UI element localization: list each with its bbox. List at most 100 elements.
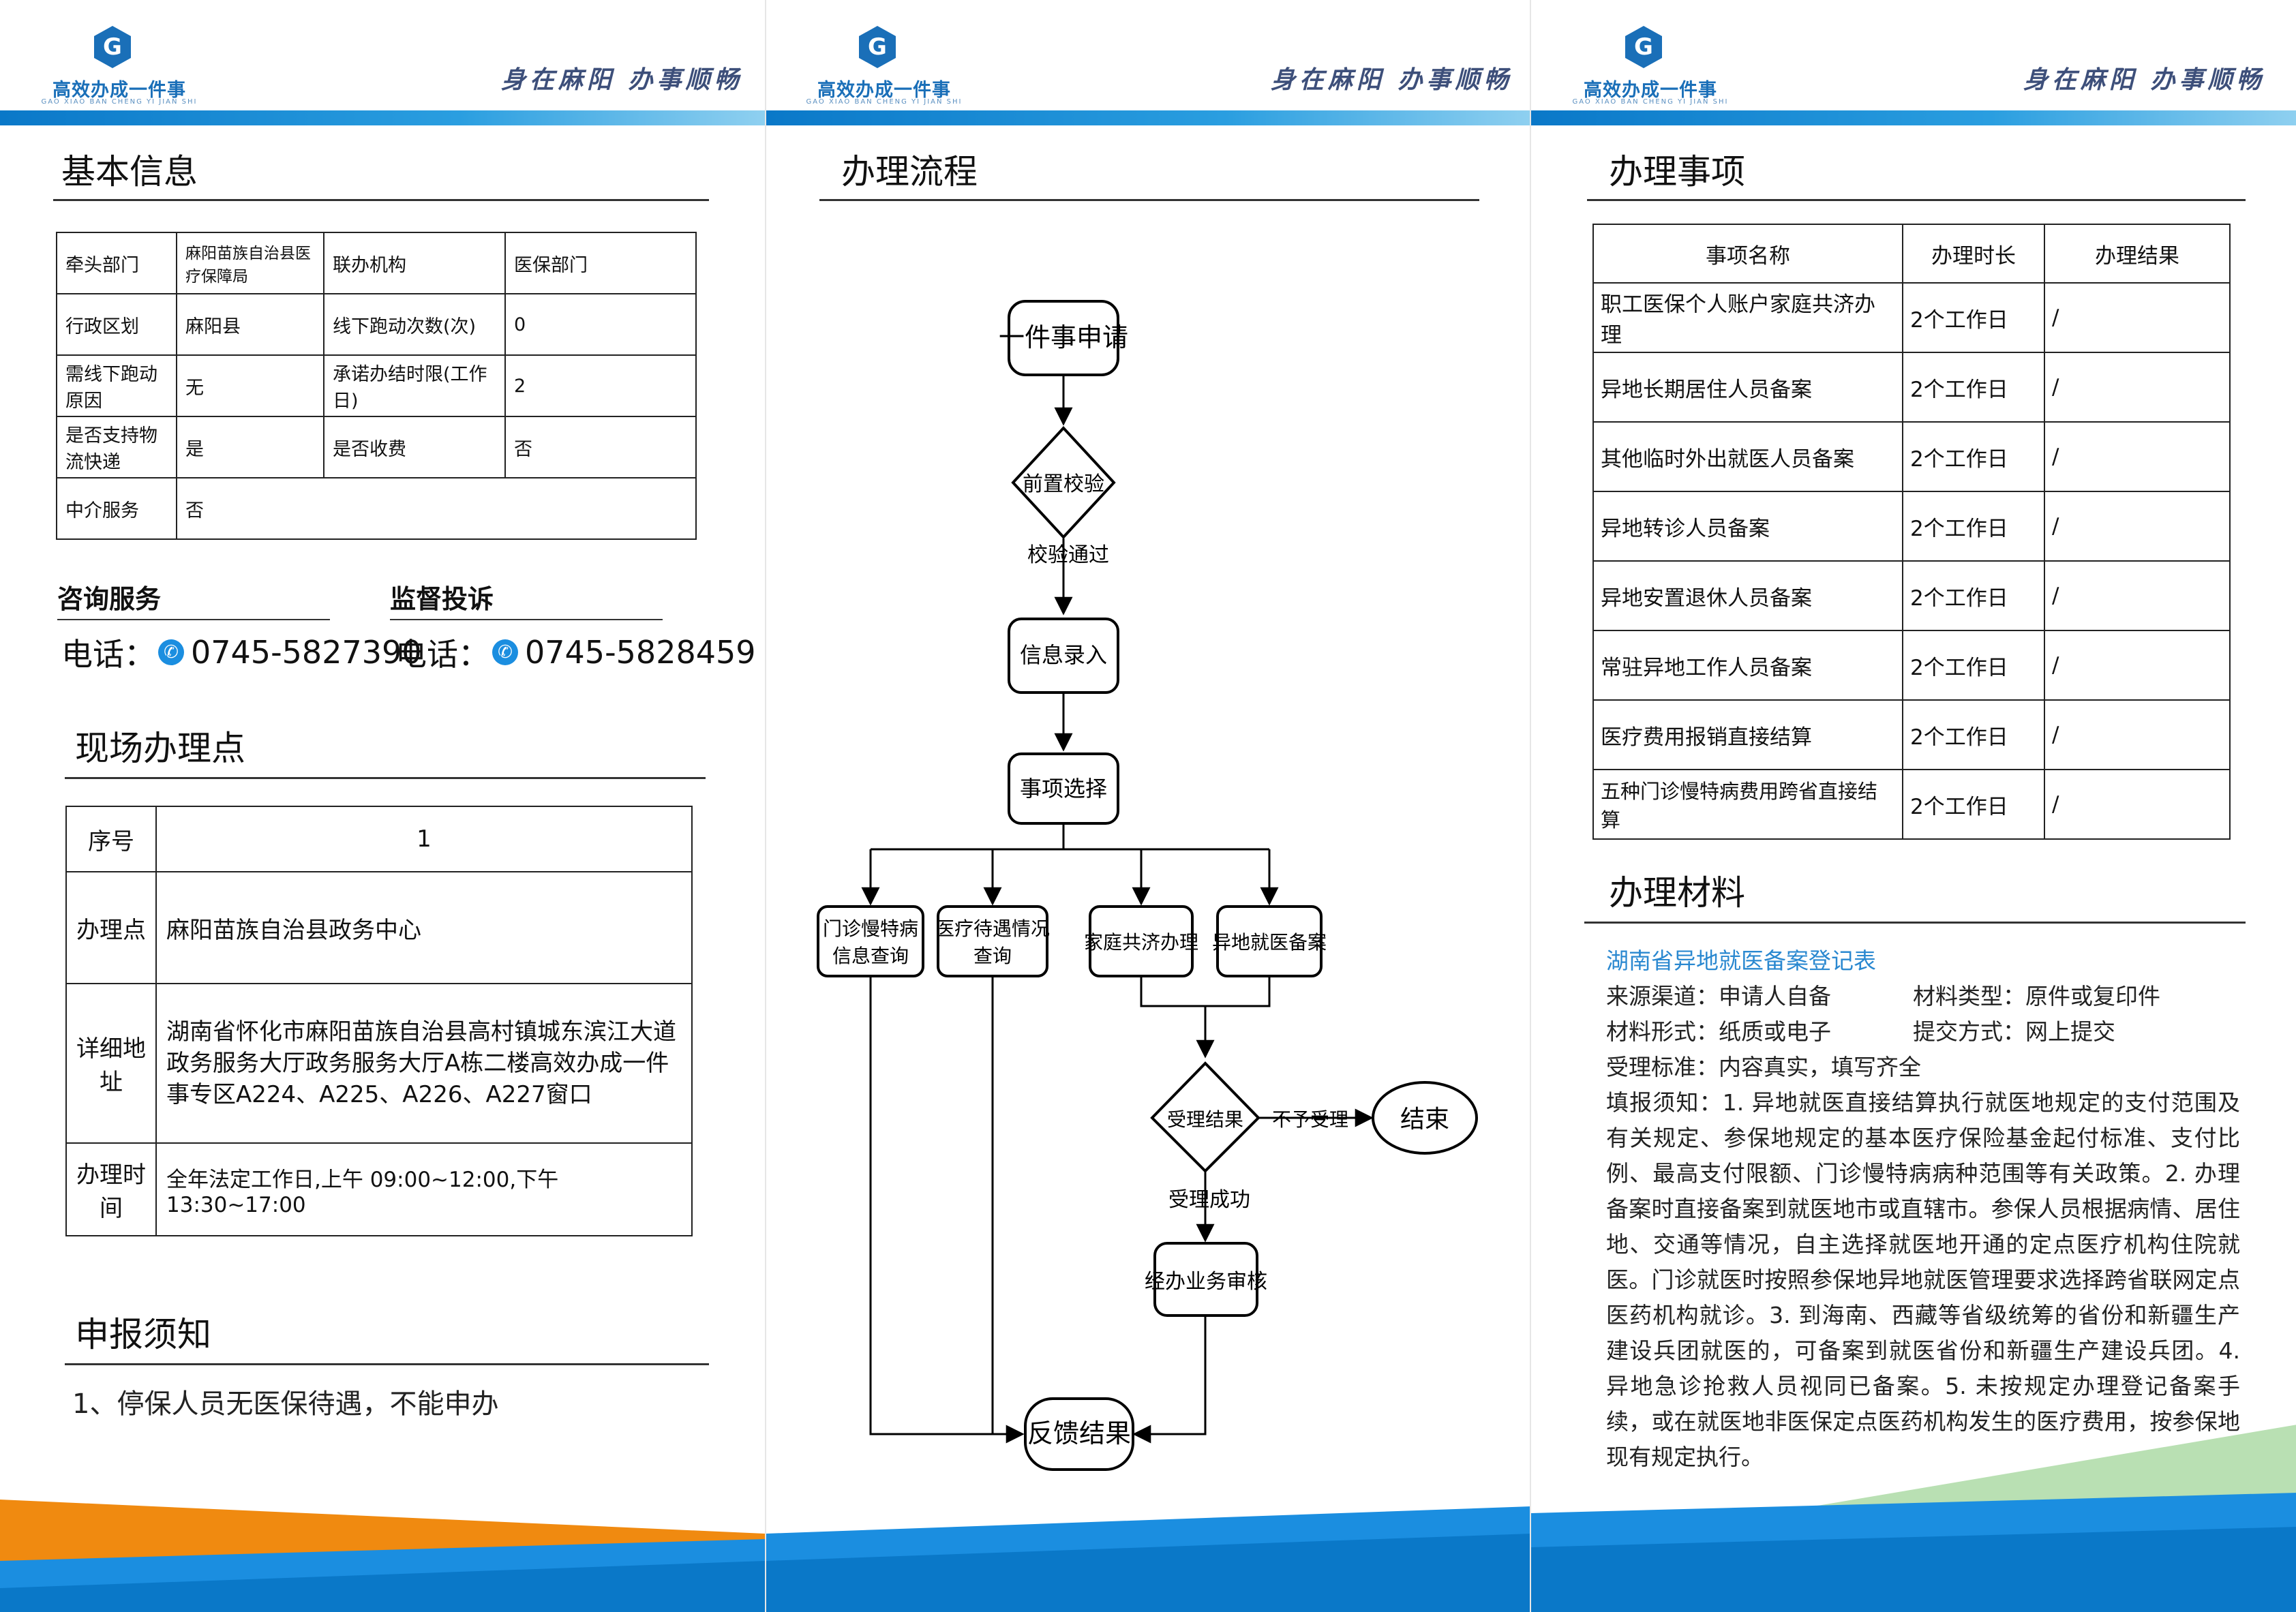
consult-phone: 电话： ✆ 0745-5827390 bbox=[61, 630, 422, 675]
table-cell: 1 bbox=[155, 806, 693, 872]
logo-hexagon-icon: G bbox=[94, 26, 131, 68]
material-type: 材料类型：原件或复印件 bbox=[1913, 983, 2160, 1009]
table-row: 牵头部门 麻阳苗族自治县医疗保障局 联办机构 医保部门 bbox=[56, 232, 697, 294]
table-row: 详细地址 湖南省怀化市麻阳苗族自治县高村镇城东滨江大道政务服务大厅政务服务大厅A… bbox=[65, 983, 693, 1144]
table-cell: 详细地址 bbox=[65, 983, 157, 1144]
onsite-title: 现场办理点 bbox=[75, 729, 245, 768]
footer-wave bbox=[0, 1500, 765, 1612]
basic-info-table: 牵头部门 麻阳苗族自治县医疗保障局 联办机构 医保部门 行政区划 麻阳县 线下跑… bbox=[56, 232, 697, 540]
table-cell: 2个工作日 bbox=[1902, 699, 2045, 770]
panel-items: G 高效办成一件事 GAO XIAO BAN CHENG YI JIAN SHI… bbox=[1530, 0, 2296, 1612]
notice-text: 1、停保人员无医保待遇，不能申办 bbox=[72, 1388, 499, 1420]
svg-text:G: G bbox=[868, 33, 887, 61]
logo-hexagon-icon: G bbox=[859, 26, 896, 68]
supervise-phone: 电话： ✆ 0745-5828459 bbox=[395, 630, 756, 675]
column-header: 办理结果 bbox=[2044, 224, 2231, 284]
header-bar bbox=[0, 110, 765, 125]
materials-title: 办理材料 bbox=[1609, 873, 1745, 913]
notice-title: 申报须知 bbox=[75, 1315, 211, 1354]
logo-text: 高效办成一件事 bbox=[52, 80, 186, 101]
column-header: 事项名称 bbox=[1592, 224, 1903, 284]
table-cell: 是 bbox=[176, 416, 324, 478]
table-cell: 中介服务 bbox=[56, 477, 177, 540]
node-option-2 bbox=[937, 905, 1048, 977]
table-cell: 否 bbox=[504, 416, 697, 478]
node-input bbox=[1008, 618, 1119, 694]
table-cell: 联办机构 bbox=[323, 232, 506, 294]
table-header: 事项名称 办理时长 办理结果 bbox=[1592, 224, 2231, 284]
logo-hexagon-icon: G bbox=[1625, 26, 1662, 68]
table-row: 中介服务 否 bbox=[56, 477, 697, 540]
logo-text: 高效办成一件事 bbox=[1584, 80, 1717, 101]
table-row: 序号 1 bbox=[65, 806, 693, 872]
table-row: 是否支持物流快递 是 是否收费 否 bbox=[56, 416, 697, 478]
table-cell: 麻阳苗族自治县医疗保障局 bbox=[176, 232, 324, 294]
svg-text:G: G bbox=[1634, 33, 1653, 61]
flow-label: 校验通过 bbox=[1027, 543, 1109, 567]
phone-number: 0745-5827390 bbox=[191, 634, 422, 671]
table-cell: 序号 bbox=[65, 806, 157, 872]
material-standard: 受理标准：内容真实，填写齐全 bbox=[1606, 1054, 1921, 1080]
material-instructions: 填报须知：1. 异地就医直接结算执行就医地规定的支付范围及有关规定、参保地规定的… bbox=[1606, 1089, 2240, 1470]
flow-title: 办理流程 bbox=[841, 152, 978, 192]
flow-label: 一件事申请 bbox=[999, 322, 1128, 352]
flow-label: 医疗待遇情况 bbox=[935, 917, 1050, 940]
flow-label: 经办业务审核 bbox=[1145, 1270, 1267, 1294]
table-cell: 办理时间 bbox=[65, 1142, 157, 1236]
node-select bbox=[1008, 752, 1119, 825]
onsite-table: 序号 1 办理点 麻阳苗族自治县政务中心 详细地址 湖南省怀化市麻阳苗族自治县高… bbox=[65, 806, 693, 1236]
table-cell: / bbox=[2044, 699, 2231, 770]
slogan: 身在麻阳 办事顺畅 bbox=[1271, 65, 1513, 94]
table-cell: 其他临时外出就医人员备案 bbox=[1592, 421, 1903, 492]
column-header: 办理时长 bbox=[1902, 224, 2045, 284]
logo: G 高效办成一件事 GAO XIAO BAN CHENG YI JIAN SHI bbox=[806, 25, 963, 106]
flow-label: 门诊慢特病 bbox=[823, 917, 918, 940]
node-option-1 bbox=[817, 905, 924, 977]
material-form-name: 湖南省异地就医备案登记表 bbox=[1606, 947, 1876, 974]
table-cell: 0 bbox=[504, 293, 697, 356]
divider bbox=[1584, 922, 2246, 924]
phone-label: 电话： bbox=[395, 636, 489, 673]
table-row: 办理时间 全年法定工作日,上午 09:00~12:00,下午 13:30~17:… bbox=[65, 1142, 693, 1236]
table-cell: 2个工作日 bbox=[1902, 421, 2045, 492]
material-format: 材料形式：纸质或电子 bbox=[1606, 1018, 1831, 1045]
logo-subtext: GAO XIAO BAN CHENG YI JIAN SHI bbox=[41, 98, 198, 106]
flow-label: 不予受理 bbox=[1272, 1108, 1348, 1131]
header-bar bbox=[766, 110, 1531, 125]
table-cell: 五种门诊慢特病费用跨省直接结算 bbox=[1592, 769, 1903, 840]
divider bbox=[1587, 199, 2246, 201]
flow-label: 反馈结果 bbox=[1027, 1418, 1131, 1448]
table-cell: 职工医保个人账户家庭共济办理 bbox=[1592, 282, 1903, 353]
flow-label: 事项选择 bbox=[1020, 776, 1107, 802]
table-cell: 线下跑动次数(次) bbox=[323, 293, 506, 356]
table-cell: 常驻异地工作人员备案 bbox=[1592, 630, 1903, 701]
flowchart: 一件事申请 前置校验 校验通过 信息录入 事项选择 门诊慢特病 信息查询 医疗待… bbox=[817, 300, 1478, 1471]
table-cell: / bbox=[2044, 630, 2231, 701]
logo-subtext: GAO XIAO BAN CHENG YI JIAN SHI bbox=[806, 98, 963, 106]
phone-icon: ✆ bbox=[158, 639, 184, 665]
table-cell: 无 bbox=[176, 354, 324, 417]
table-cell: 2个工作日 bbox=[1902, 560, 2045, 631]
flow-label: 结束 bbox=[1400, 1106, 1449, 1134]
flow-connectors bbox=[861, 375, 1374, 1444]
supervise-title: 监督投诉 bbox=[390, 584, 494, 614]
table-row: 办理点 麻阳苗族自治县政务中心 bbox=[65, 871, 693, 984]
phone-number: 0745-5828459 bbox=[525, 634, 756, 671]
node-review bbox=[1153, 1242, 1258, 1317]
divider bbox=[65, 1363, 709, 1365]
footer-wave bbox=[1531, 1425, 2296, 1612]
phone-label: 电话： bbox=[61, 636, 155, 673]
node-apply bbox=[1008, 300, 1119, 376]
node-end bbox=[1372, 1081, 1478, 1155]
logo-text: 高效办成一件事 bbox=[817, 80, 951, 101]
table-cell: 异地安置退休人员备案 bbox=[1592, 560, 1903, 631]
divider bbox=[65, 777, 706, 779]
node-precheck bbox=[1011, 426, 1116, 539]
table-cell: 是否收费 bbox=[323, 416, 506, 478]
table-cell: / bbox=[2044, 769, 2231, 840]
